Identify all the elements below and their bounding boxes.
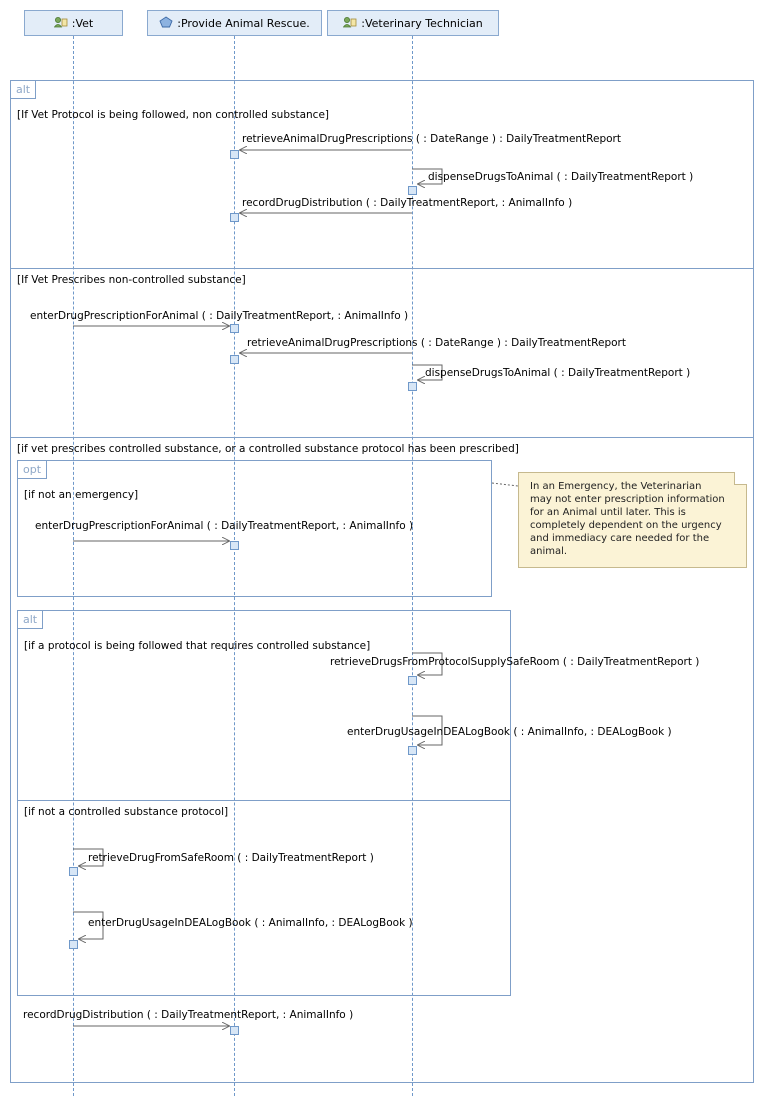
message-label[interactable]: retrieveDrugsFromProtocolSupplySafeRoom … xyxy=(330,656,700,668)
activation-box xyxy=(408,186,417,195)
operand-separator xyxy=(10,268,754,269)
lifeline-dash-rescue xyxy=(234,36,235,1096)
operand-separator xyxy=(10,437,754,438)
message-label[interactable]: recordDrugDistribution ( : DailyTreatmen… xyxy=(23,1009,354,1021)
self-message-arrow xyxy=(73,848,104,866)
activation-box xyxy=(230,355,239,364)
self-message-arrow xyxy=(412,652,443,675)
note-fold-corner xyxy=(734,472,747,485)
activation-box xyxy=(230,1026,239,1035)
lifeline-dash-tech xyxy=(412,36,413,1096)
note-text: In an Emergency, the Veterinarian may no… xyxy=(530,481,725,557)
lifeline-provide-animal-rescue[interactable]: :Provide Animal Rescue. xyxy=(147,10,322,36)
guard-condition: [If Vet Protocol is being followed, non … xyxy=(17,109,329,121)
lifeline-label: :Veterinary Technician xyxy=(361,16,483,30)
lifeline-label: :Provide Animal Rescue. xyxy=(177,16,310,30)
message-label[interactable]: enterDrugPrescriptionForAnimal ( : Daily… xyxy=(35,520,414,532)
activation-box xyxy=(230,324,239,333)
comment-note: In an Emergency, the Veterinarian may no… xyxy=(518,472,747,568)
opt-tag: opt xyxy=(18,461,48,479)
outer-alt-tag: alt xyxy=(11,81,37,99)
lifeline-label: :Vet xyxy=(71,16,94,30)
self-message-arrow xyxy=(412,168,443,184)
guard-condition: [if vet prescribes controlled substance,… xyxy=(17,443,519,455)
message-label[interactable]: enterDrugUsageInDEALogBook ( : AnimalInf… xyxy=(88,917,413,929)
activation-box xyxy=(69,867,78,876)
activation-box xyxy=(408,382,417,391)
opt-frame xyxy=(17,460,492,597)
message-label[interactable]: recordDrugDistribution ( : DailyTreatmen… xyxy=(242,197,573,209)
lifeline-veterinary-technician[interactable]: :Veterinary Technician xyxy=(327,10,499,36)
lifeline-vet[interactable]: :Vet xyxy=(24,10,123,36)
activation-box xyxy=(408,676,417,685)
actor-icon xyxy=(53,16,68,31)
note-connector xyxy=(491,482,519,487)
lifeline-dash-vet xyxy=(73,36,74,1096)
guard-condition: [if a protocol is being followed that re… xyxy=(24,640,371,652)
message-label[interactable]: dispenseDrugsToAnimal ( : DailyTreatment… xyxy=(428,171,694,183)
activation-box xyxy=(230,541,239,550)
message-label[interactable]: retrieveDrugFromSafeRoom ( : DailyTreatm… xyxy=(88,852,374,864)
activation-box xyxy=(230,213,239,222)
message-label[interactable]: retrieveAnimalDrugPrescriptions ( : Date… xyxy=(242,133,621,145)
message-label[interactable]: enterDrugUsageInDEALogBook ( : AnimalInf… xyxy=(347,726,672,738)
inner-alt-frame xyxy=(17,610,511,996)
activation-box xyxy=(69,940,78,949)
guard-condition: [If Vet Prescribes non-controlled substa… xyxy=(17,274,246,286)
self-message-arrow xyxy=(412,364,443,380)
self-message-arrow xyxy=(73,911,104,939)
message-label[interactable]: retrieveAnimalDrugPrescriptions ( : Date… xyxy=(247,337,626,349)
activation-box xyxy=(230,150,239,159)
actor-icon xyxy=(342,16,357,31)
operand-separator xyxy=(17,800,511,801)
message-label[interactable]: dispenseDrugsToAnimal ( : DailyTreatment… xyxy=(425,367,691,379)
pentagon-icon xyxy=(159,15,173,31)
guard-condition: [if not an emergency] xyxy=(24,489,139,501)
activation-box xyxy=(408,746,417,755)
outer-alt-frame xyxy=(10,80,754,1083)
inner-alt-tag: alt xyxy=(18,611,44,629)
self-message-arrow xyxy=(412,715,443,745)
guard-condition: [if not a controlled substance protocol] xyxy=(24,806,229,818)
message-label[interactable]: enterDrugPrescriptionForAnimal ( : Daily… xyxy=(30,310,409,322)
